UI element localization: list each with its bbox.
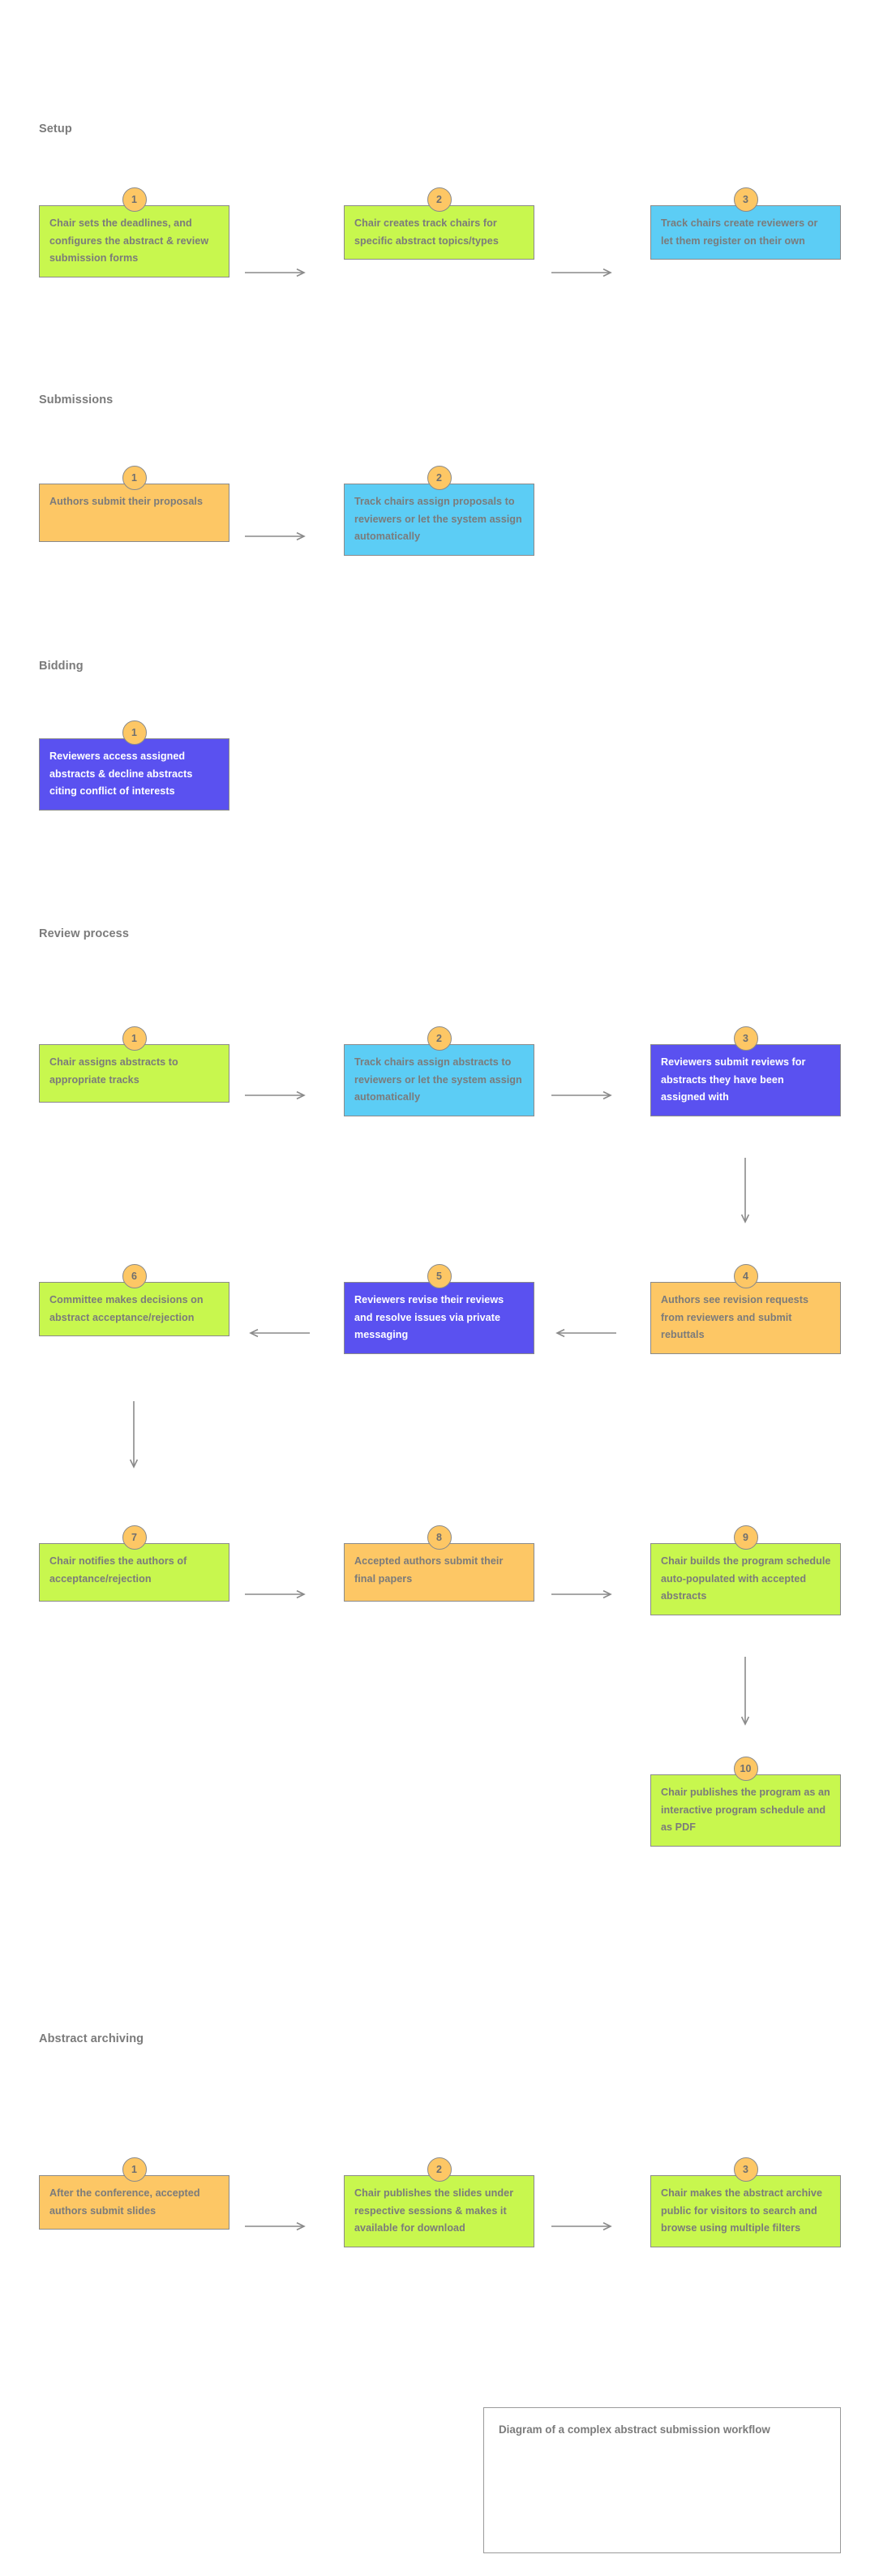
step-box: Track chairs assign proposals to reviewe… bbox=[344, 484, 534, 556]
arrow-review-6-to-7 bbox=[129, 1400, 139, 1474]
step-text: Authors see revision requests from revie… bbox=[661, 1294, 809, 1341]
section-heading-submissions: Submissions bbox=[39, 393, 114, 406]
step-text: Reviewers submit reviews for abstracts t… bbox=[661, 1056, 806, 1103]
step-box: Track chairs create reviewers or let the… bbox=[650, 205, 841, 260]
step-box: After the conference, accepted authors s… bbox=[39, 2175, 229, 2230]
step-box: Reviewers submit reviews for abstracts t… bbox=[650, 1044, 841, 1116]
arrow-review-4-to-5 bbox=[550, 1328, 618, 1338]
step-text: Accepted authors submit their final pape… bbox=[354, 1555, 504, 1585]
step-box: Chair makes the abstract archive public … bbox=[650, 2175, 841, 2247]
arrow-submissions-1-to-2 bbox=[243, 531, 311, 541]
section-heading-review-process: Review process bbox=[39, 927, 130, 940]
step-text: Chair publishes the slides under respect… bbox=[354, 2187, 514, 2234]
step-badge: 3 bbox=[733, 187, 758, 212]
step-badge: 4 bbox=[733, 1264, 758, 1288]
section-heading-abstract-archiving: Abstract archiving bbox=[39, 2032, 144, 2045]
step-text: Chair sets the deadlines, and configures… bbox=[49, 217, 209, 264]
step-badge: 2 bbox=[427, 1026, 452, 1051]
step-text: Chair creates track chairs for specific … bbox=[354, 217, 499, 247]
arrow-review-1-to-2 bbox=[243, 1090, 311, 1100]
step-badge: 5 bbox=[427, 1264, 452, 1288]
step-badge: 2 bbox=[427, 187, 452, 212]
step-text: Track chairs assign proposals to reviewe… bbox=[354, 496, 522, 543]
step-badge: 1 bbox=[122, 187, 147, 212]
step-text: Track chairs assign abstracts to reviewe… bbox=[354, 1056, 522, 1103]
step-text: Reviewers access assigned abstracts & de… bbox=[49, 750, 193, 798]
arrow-review-8-to-9 bbox=[550, 1589, 618, 1599]
step-badge: 2 bbox=[427, 2157, 452, 2182]
diagram-caption-box: Diagram of a complex abstract submission… bbox=[483, 2407, 841, 2553]
step-badge: 10 bbox=[733, 1757, 758, 1781]
section-heading-bidding: Bidding bbox=[39, 660, 84, 673]
step-badge: 3 bbox=[733, 1026, 758, 1051]
step-badge: 1 bbox=[122, 2157, 147, 2182]
arrow-setup-1-to-2 bbox=[243, 268, 311, 277]
step-box: Authors see revision requests from revie… bbox=[650, 1282, 841, 1354]
section-heading-setup: Setup bbox=[39, 123, 72, 135]
arrow-review-5-to-6 bbox=[243, 1328, 311, 1338]
step-badge: 3 bbox=[733, 2157, 758, 2182]
step-badge: 7 bbox=[122, 1525, 147, 1550]
step-badge: 1 bbox=[122, 1026, 147, 1051]
step-text: Authors submit their proposals bbox=[49, 496, 204, 507]
step-box: Chair assigns abstracts to appropriate t… bbox=[39, 1044, 229, 1103]
step-box: Chair publishes the program as an intera… bbox=[650, 1774, 841, 1847]
step-text: Track chairs create reviewers or let the… bbox=[661, 217, 818, 247]
step-box: Chair sets the deadlines, and configures… bbox=[39, 205, 229, 277]
arrow-review-2-to-3 bbox=[550, 1090, 618, 1100]
step-text: Chair publishes the program as an intera… bbox=[661, 1787, 830, 1834]
arrow-review-7-to-8 bbox=[243, 1589, 311, 1599]
diagram-caption-text: Diagram of a complex abstract submission… bbox=[499, 2423, 770, 2436]
step-box: Reviewers revise their reviews and resol… bbox=[344, 1282, 534, 1354]
step-text: After the conference, accepted authors s… bbox=[49, 2187, 200, 2217]
step-box: Authors submit their proposals bbox=[39, 484, 229, 542]
step-text: Chair notifies the authors of acceptance… bbox=[49, 1555, 187, 1585]
step-badge: 6 bbox=[122, 1264, 147, 1288]
step-text: Chair makes the abstract archive public … bbox=[661, 2187, 822, 2234]
arrow-setup-2-to-3 bbox=[550, 268, 618, 277]
arrow-archiving-1-to-2 bbox=[243, 2221, 311, 2231]
step-badge: 1 bbox=[122, 720, 147, 745]
step-text: Committee makes decisions on abstract ac… bbox=[49, 1294, 204, 1323]
step-box: Accepted authors submit their final pape… bbox=[344, 1543, 534, 1602]
step-badge: 1 bbox=[122, 466, 147, 490]
step-text: Chair builds the program schedule auto-p… bbox=[661, 1555, 831, 1602]
step-text: Reviewers revise their reviews and resol… bbox=[354, 1294, 504, 1341]
step-badge: 9 bbox=[733, 1525, 758, 1550]
step-badge: 2 bbox=[427, 466, 452, 490]
arrow-review-9-to-10 bbox=[740, 1655, 750, 1731]
step-box: Chair builds the program schedule auto-p… bbox=[650, 1543, 841, 1615]
step-text: Chair assigns abstracts to appropriate t… bbox=[49, 1056, 178, 1086]
step-badge: 8 bbox=[427, 1525, 452, 1550]
step-box: Reviewers access assigned abstracts & de… bbox=[39, 738, 229, 811]
step-box: Chair publishes the slides under respect… bbox=[344, 2175, 534, 2247]
arrow-archiving-2-to-3 bbox=[550, 2221, 618, 2231]
step-box: Committee makes decisions on abstract ac… bbox=[39, 1282, 229, 1337]
step-box: Chair creates track chairs for specific … bbox=[344, 205, 534, 260]
step-box: Track chairs assign abstracts to reviewe… bbox=[344, 1044, 534, 1116]
step-box: Chair notifies the authors of acceptance… bbox=[39, 1543, 229, 1602]
arrow-review-3-to-4 bbox=[740, 1156, 750, 1229]
